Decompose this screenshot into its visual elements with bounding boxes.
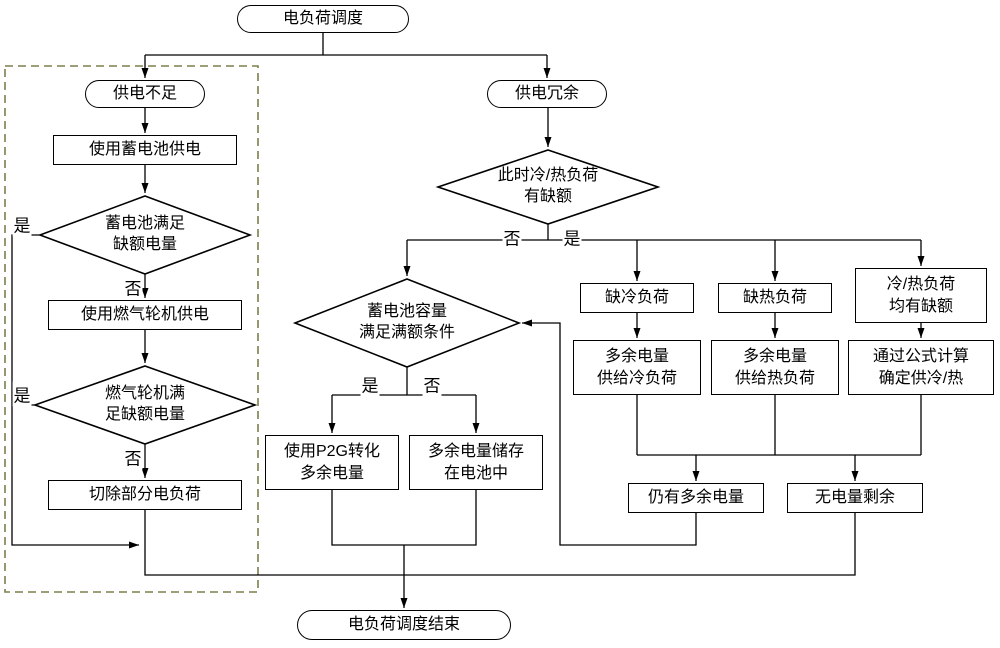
dashed-region-outline — [4, 65, 259, 593]
decision-diamonds — [32, 149, 661, 445]
connector-line — [404, 490, 477, 546]
decision-battery-meets-deficit — [37, 195, 253, 275]
connectors — [11, 33, 925, 608]
connector-line — [404, 513, 856, 576]
node-still-surplus: 仍有多余电量 — [628, 483, 764, 513]
decision-battery-meets-deficit-label: 蓄电池满足 缺额电量 — [104, 215, 186, 253]
connector-arrow — [522, 319, 697, 546]
node-store-in-battery: 多余电量储存 在电池中 — [409, 435, 543, 490]
decision-cooling-heating-deficit — [435, 149, 661, 225]
node-surplus-to-heating: 多余电量 供给热负荷 — [711, 340, 839, 395]
branch-label-no: 否 — [422, 371, 442, 397]
decision-turbine-meets-deficit — [32, 365, 258, 445]
branch-label-yes: 是 — [562, 224, 582, 250]
decision-turbine-meets-deficit-label: 燃气轮机满 足缺额电量 — [104, 385, 186, 423]
node-lack-both: 冷/热负荷 均有缺额 — [855, 268, 987, 323]
node-use-gas-turbine: 使用燃气轮机供电 — [48, 300, 242, 330]
branch-label-no: 否 — [123, 274, 143, 300]
connector-line — [144, 510, 404, 576]
node-formula-calc: 通过公式计算 确定供冷/热 — [848, 340, 994, 395]
node-lack-cooling: 缺冷负荷 — [580, 283, 694, 313]
node-p2g-convert: 使用P2G转化 多余电量 — [265, 435, 399, 490]
branch-label-yes: 是 — [12, 381, 32, 407]
branch-label-no: 否 — [502, 224, 522, 250]
node-supply-surplus: 供电冗余 — [487, 80, 607, 108]
node-no-surplus: 无电量剩余 — [787, 483, 923, 513]
branch-label-no: 否 — [123, 444, 143, 470]
decision-battery-capacity-full — [292, 278, 522, 368]
terminal-end: 电负荷调度结束 — [297, 610, 511, 640]
decision-cooling-heating-deficit-label: 此时冷/热负荷 有缺额 — [497, 167, 599, 205]
terminal-start: 电负荷调度 — [237, 5, 409, 33]
connector-line — [331, 490, 404, 546]
node-lack-heating: 缺热负荷 — [718, 283, 832, 313]
branch-label-yes: 是 — [360, 371, 380, 397]
node-use-battery: 使用蓄电池供电 — [53, 135, 237, 165]
node-shed-load: 切除部分电负荷 — [48, 480, 242, 510]
decision-battery-capacity-full-label: 蓄电池容量 满足满额条件 — [358, 303, 456, 341]
node-surplus-to-cooling: 多余电量 供给冷负荷 — [573, 340, 701, 395]
node-supply-shortage: 供电不足 — [85, 80, 205, 108]
branch-label-yes: 是 — [12, 211, 32, 237]
